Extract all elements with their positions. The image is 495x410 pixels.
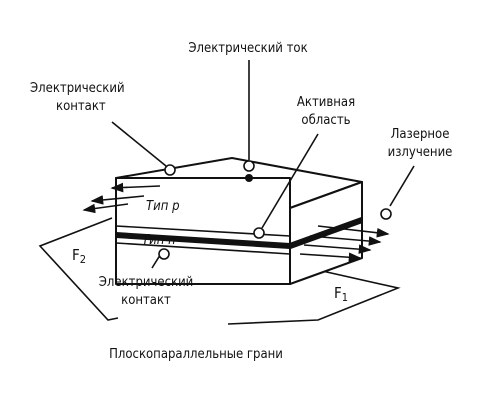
label-active-1: Активная [297,95,355,110]
label-current: Электрический ток [188,41,307,56]
facet-plane-f1 [227,265,401,325]
label-contact-bottom-2: контакт [121,293,171,308]
active-layer-front [115,232,291,249]
facet-plane-f2 [38,217,119,321]
marker-laser [380,208,392,220]
leader-laser [389,165,415,207]
leader-contact-top [111,121,167,167]
leader-active [261,133,319,229]
label-facets-caption: Плоскопараллельные грани [109,347,283,362]
label-contact-bottom-1: Электрический [99,275,194,290]
layer-line-lower [115,242,291,255]
label-contact-top-1: Электрический [30,81,125,96]
label-type-p: Тип p [146,199,180,214]
marker-contact-bottom [158,248,170,260]
label-contact-top-2: контакт [56,99,106,114]
active-layer-right [288,217,364,249]
current-contact-dot [245,174,253,182]
marker-current [243,160,255,172]
label-facet-f1: F1 [334,284,348,304]
label-facet-f2: F2 [72,246,86,266]
label-active-2: область [301,113,350,128]
marker-active [253,227,265,239]
emission-arrows-right [299,225,390,263]
marker-contact-top [164,164,176,176]
label-laser-1: Лазерное [391,127,450,142]
emission-arrows-left [82,182,161,214]
label-laser-2: излучение [388,145,453,160]
label-type-n: Тип n [142,233,176,248]
